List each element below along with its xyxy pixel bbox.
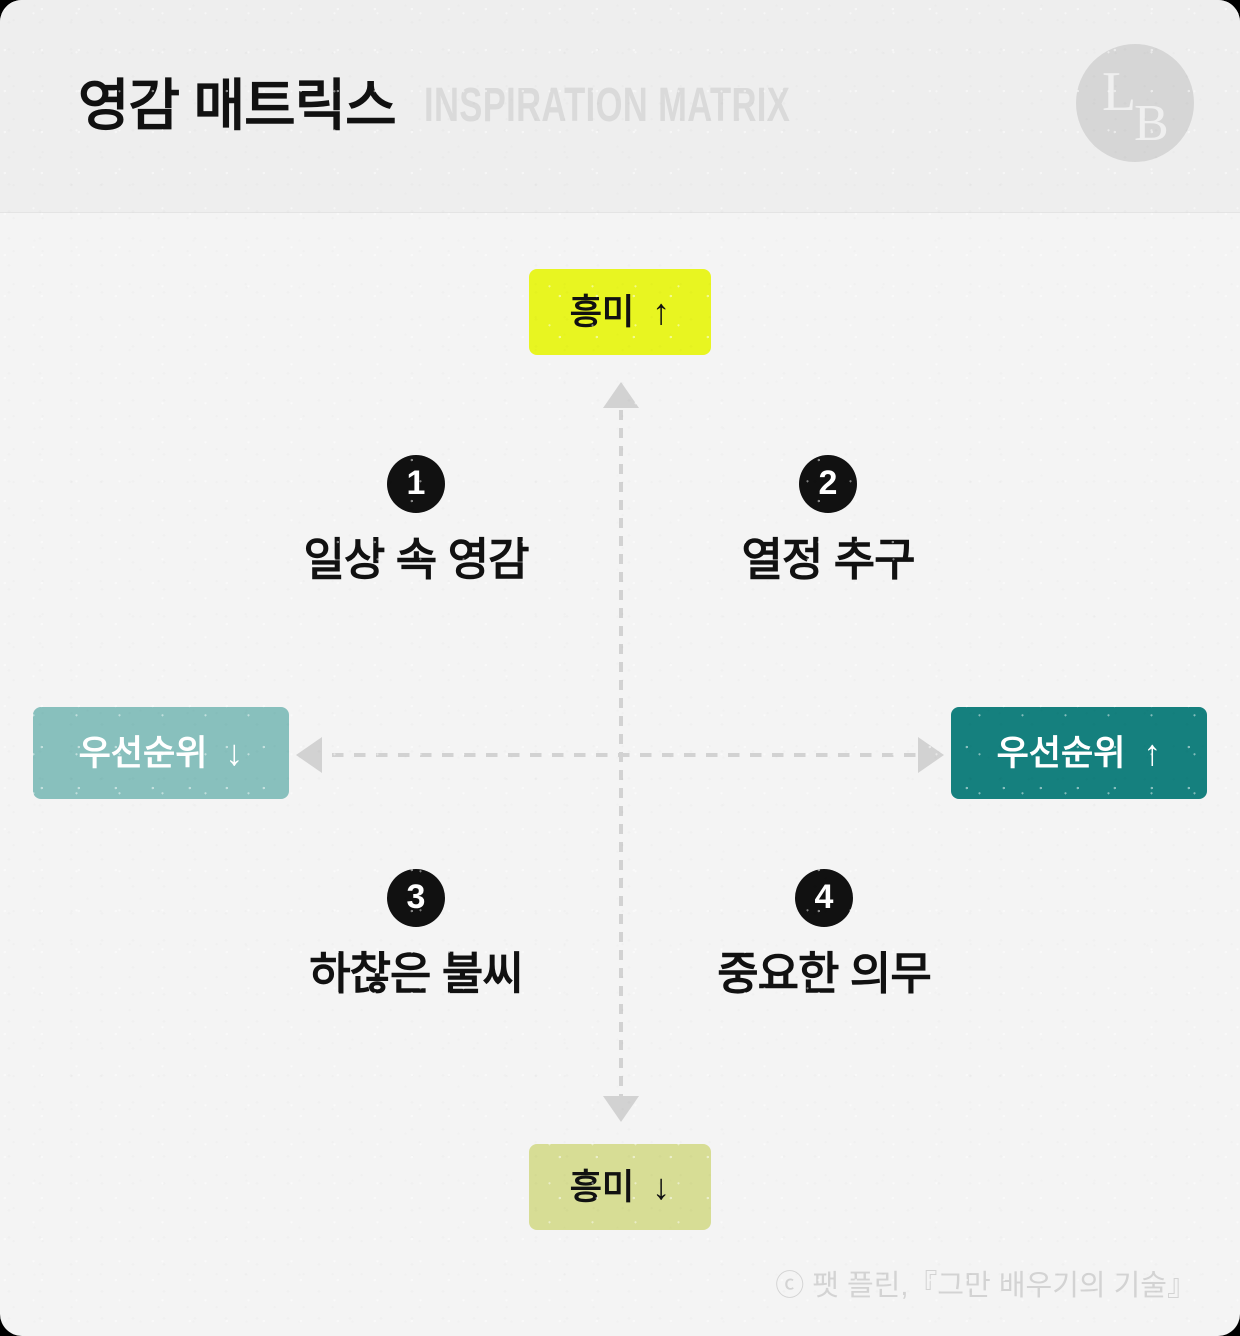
quadrant-3-number-badge: 3: [387, 869, 445, 927]
quadrant-4: 4 중요한 의무: [644, 869, 1004, 999]
quadrant-4-number-badge: 4: [795, 869, 853, 927]
brand-logo-badge: L B: [1076, 44, 1194, 162]
axis-arrow-up-icon: [603, 382, 639, 408]
matrix-plot-area: 흥미 ↑ 흥미 ↓ 우선순위 ↓ 우선순위 ↑ 1 일상 속 영감 2 열정 추…: [0, 212, 1240, 1336]
quadrant-2: 2 열정 추구: [648, 455, 1008, 585]
axis-label-left-text: 우선순위: [78, 733, 208, 773]
axis-label-interest-high: 흥미 ↑: [529, 269, 711, 355]
arrow-down-glyph-icon: ↓: [652, 1166, 671, 1207]
arrow-up-glyph-icon: ↑: [652, 291, 671, 332]
logo-letter-b: B: [1134, 95, 1169, 152]
axis-arrow-right-icon: [918, 737, 944, 773]
axis-label-top-text: 흥미: [569, 292, 635, 332]
axis-arrow-left-icon: [296, 737, 322, 773]
axis-arrow-down-icon: [603, 1096, 639, 1122]
footer-attribution: ⓒ 팻 플린,『그만 배우기의 기술』: [775, 1270, 1196, 1302]
axis-label-priority-low: 우선순위 ↓: [33, 707, 289, 799]
logo-letter-l: L: [1102, 61, 1137, 123]
axis-label-right-text: 우선순위: [996, 733, 1126, 773]
quadrant-2-title: 열정 추구: [741, 534, 915, 585]
quadrant-1: 1 일상 속 영감: [236, 455, 596, 585]
quadrant-4-title: 중요한 의무: [717, 948, 932, 999]
quadrant-3: 3 하찮은 불씨: [236, 869, 596, 999]
quadrant-3-title: 하찮은 불씨: [309, 948, 524, 999]
quadrant-1-title: 일상 속 영감: [303, 534, 529, 585]
axis-label-bottom-text: 흥미: [569, 1167, 635, 1207]
header-bar: 영감 매트릭스 INSPIRATION MATRIX L B: [0, 0, 1240, 213]
quadrant-1-number-badge: 1: [387, 455, 445, 513]
axis-label-interest-low: 흥미 ↓: [529, 1144, 711, 1230]
arrow-up-glyph-icon-right: ↑: [1143, 732, 1162, 773]
quadrant-2-number-badge: 2: [799, 455, 857, 513]
header-title-group: 영감 매트릭스 INSPIRATION MATRIX: [78, 0, 932, 212]
axis-label-priority-high: 우선순위 ↑: [951, 707, 1207, 799]
page-title-korean: 영감 매트릭스: [78, 74, 397, 137]
arrow-down-glyph-icon-left: ↓: [225, 732, 244, 773]
page-title-english: INSPIRATION MATRIX: [423, 79, 790, 132]
horizontal-axis-line: [310, 753, 930, 757]
